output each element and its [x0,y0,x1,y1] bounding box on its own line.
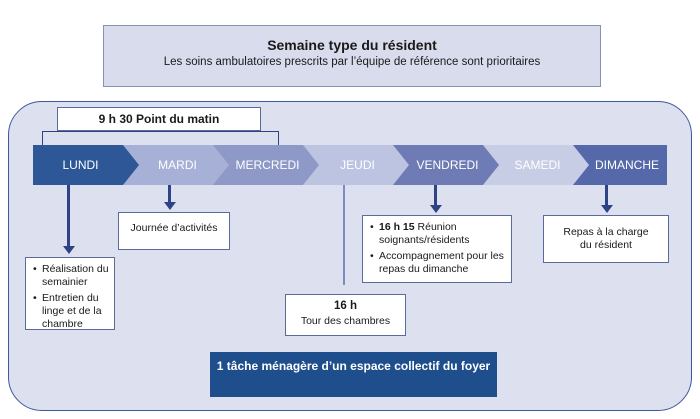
vendredi-item-1: 16 h 15 Réunion soignants/résidents [370,221,507,247]
morning-bracket [42,131,279,145]
day-samedi: SAMEDI [483,145,590,185]
lundi-connector [67,185,70,248]
morning-meeting-box: 9 h 30 Point du matin [57,107,261,131]
dimanche-arrow-icon [600,205,613,213]
dimanche-connector [605,185,608,207]
lundi-item-2: Entretien du linge et de la chambre [33,292,110,331]
day-mardi: MARDI [123,145,230,185]
vendredi-item-1-time: 16 h 15 [379,221,415,233]
vendredi-arrow-icon [429,205,442,213]
chore-box: 1 tâche ménagère d’un espace collectif d… [210,352,497,397]
day-mercredi: MERCREDI [213,145,320,185]
day-jeudi: JEUDI [303,145,410,185]
jeudi-text: Tour des chambres [300,315,391,327]
mardi-box: Journée d’activités [118,212,230,250]
mardi-connector [168,185,171,204]
vendredi-box: 16 h 15 Réunion soignants/résidents Acco… [362,215,512,283]
diagram-subtitle: Les soins ambulatoires prescrits par l’é… [163,56,541,68]
lundi-arrow-icon [62,246,75,254]
vendredi-item-1-text: Réunion soignants/résidents [379,221,470,246]
jeudi-time: 16 h [333,300,357,312]
day-vendredi: VENDREDI [393,145,500,185]
jeudi-box: 16 h Tour des chambres [285,294,406,336]
title-box: Semaine type du résident Les soins ambul… [103,25,601,87]
vendredi-connector [434,185,437,207]
lundi-item-1: Réalisation du semainier [33,263,110,289]
mardi-arrow-icon [163,202,176,210]
day-lundi: LUNDI [33,145,140,185]
lundi-box: Réalisation du semainier Entretien du li… [25,257,115,330]
dimanche-box: Repas à la charge du résident [543,215,669,263]
diagram-title: Semaine type du résident [267,37,437,53]
vendredi-item-2: Accompagnement pour les repas du dimanch… [370,250,507,276]
jeudi-connector [343,185,345,285]
